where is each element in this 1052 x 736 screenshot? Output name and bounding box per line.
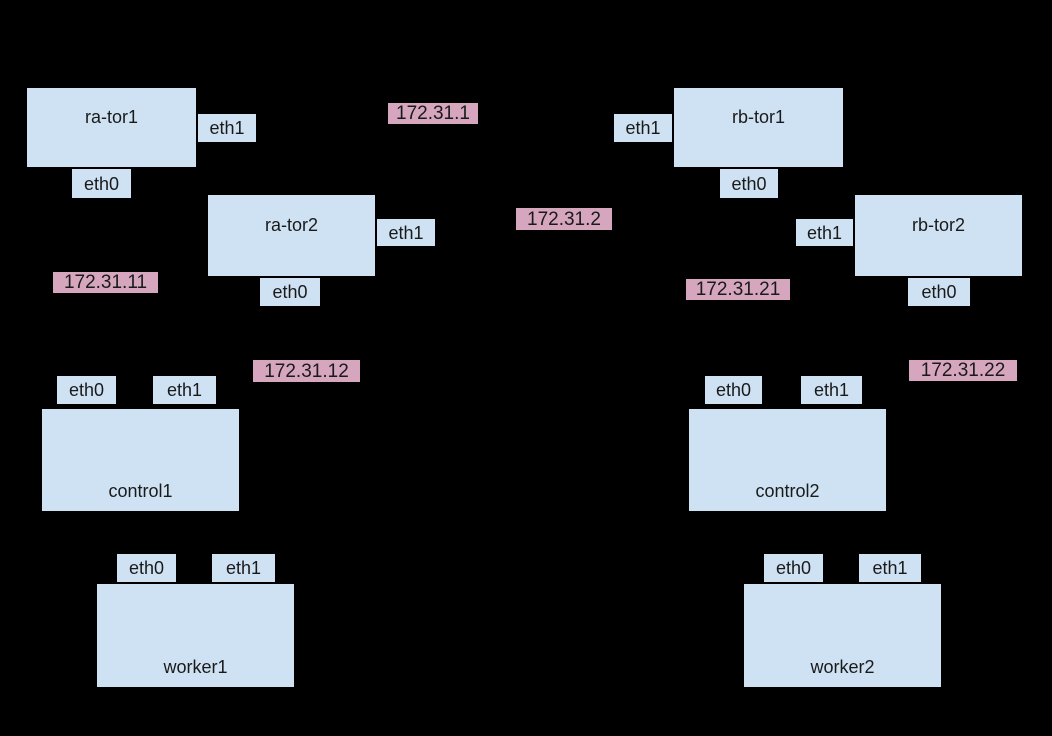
node-rb-tor2: rb-tor2 [854,194,1023,277]
port-label: eth0 [715,380,752,400]
node-label-worker1: worker1 [163,657,228,678]
port-label: eth0 [775,558,812,578]
port-rb-tor1-eth1: eth1 [613,113,673,143]
node-label-rb-tor2: rb-tor2 [911,215,965,236]
ip-label-text: 172.31.1 [396,103,470,124]
ip-label-text: 172.31.2 [527,208,601,230]
ip-label-text: 172.31.22 [920,360,1006,381]
port-ra-tor2-eth0: eth0 [259,277,321,307]
ip-label-text: 172.31.12 [264,360,349,382]
port-control1-eth1: eth1 [152,375,217,405]
node-worker2: worker2 [743,583,942,688]
port-label: eth1 [625,118,661,138]
port-control2-eth0: eth0 [704,375,763,405]
node-worker1: worker1 [96,583,295,688]
port-ra-tor2-eth1: eth1 [376,218,436,247]
ip-label-ip-172-31-22: 172.31.22 [909,360,1017,381]
node-label-worker2: worker2 [810,657,875,678]
ip-label-text: 172.31.11 [63,272,148,293]
port-worker2-eth1: eth1 [858,553,922,583]
port-label: eth1 [813,380,850,400]
port-worker1-eth0: eth0 [116,553,177,583]
port-label: eth1 [388,222,424,243]
port-label: eth1 [166,380,203,400]
port-label: eth0 [921,282,957,302]
ip-label-ip-172-31-12: 172.31.12 [253,360,360,382]
node-ra-tor1: ra-tor1 [26,87,197,168]
port-ra-tor1-eth0: eth0 [71,168,132,199]
ip-label-ip-172-31-21: 172.31.21 [686,279,790,300]
port-label: eth0 [68,380,105,400]
port-ra-tor1-eth1: eth1 [197,113,257,143]
port-control2-eth1: eth1 [800,375,863,405]
port-label: eth1 [209,118,245,138]
port-control1-eth0: eth0 [56,375,117,405]
node-rb-tor1: rb-tor1 [673,87,844,168]
port-worker1-eth1: eth1 [211,553,276,583]
port-worker2-eth0: eth0 [763,553,824,583]
node-ra-tor2: ra-tor2 [207,194,376,277]
port-rb-tor1-eth0: eth0 [719,168,779,199]
port-rb-tor2-eth1: eth1 [795,218,854,247]
port-label: eth0 [128,558,165,578]
node-label-ra-tor1: ra-tor1 [84,107,138,128]
ip-label-ip-172-31-11: 172.31.11 [53,272,158,293]
node-label-rb-tor1: rb-tor1 [731,107,785,128]
port-label: eth1 [872,558,908,578]
port-label: eth1 [806,222,843,243]
port-label: eth0 [731,173,767,194]
node-label-ra-tor2: ra-tor2 [264,215,318,236]
ip-label-ip-172-31-1: 172.31.1 [388,103,478,124]
ip-label-ip-172-31-2: 172.31.2 [516,208,612,230]
port-rb-tor2-eth0: eth0 [907,277,971,307]
node-control1: control1 [41,408,240,512]
ip-label-text: 172.31.21 [695,279,781,300]
node-label-control2: control2 [755,481,820,502]
node-label-control1: control1 [108,481,173,502]
port-label: eth0 [272,282,308,302]
node-control2: control2 [688,408,887,512]
port-label: eth1 [225,558,262,578]
port-label: eth0 [83,173,120,194]
